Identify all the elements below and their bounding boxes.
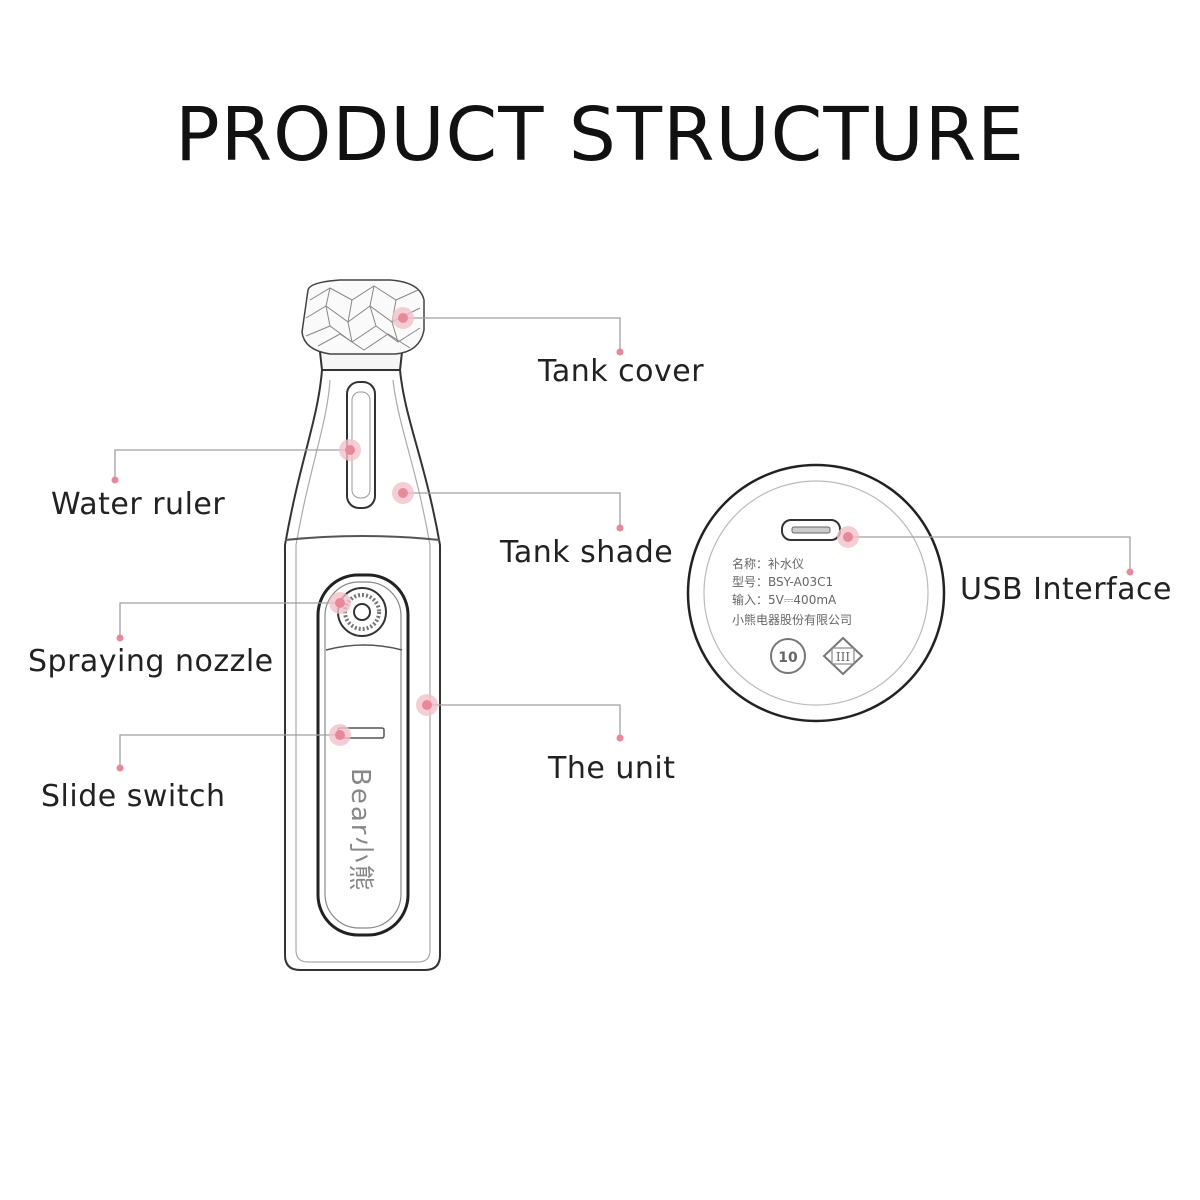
eco-badge: 10	[770, 638, 806, 674]
slide-switch-hotspot	[329, 724, 351, 746]
base-info-model: 型号：BSY-A03C1	[732, 575, 833, 589]
usb-interface-hotspot	[837, 526, 859, 548]
hotspot-markers	[111, 307, 1134, 772]
leader-lines	[114, 317, 1131, 768]
unit-front-panel	[316, 573, 410, 937]
label-spraying-nozzle: Spraying nozzle	[28, 644, 274, 679]
label-tank-shade: Tank shade	[500, 535, 674, 570]
base-info-input: 输入：5V⎓400mA	[732, 592, 837, 607]
tank-shade-hotspot	[392, 482, 414, 504]
page-title: PRODUCT STRUCTURE	[175, 92, 1025, 178]
svg-text:10: 10	[778, 650, 798, 666]
class-badge: III	[822, 636, 864, 676]
base-info-name: 名称：补水仪	[732, 556, 804, 571]
label-water-ruler: Water ruler	[51, 487, 226, 522]
label-usb-interface: USB Interface	[960, 572, 1172, 607]
the-unit-hotspot	[416, 694, 438, 716]
label-the-unit: The unit	[548, 751, 676, 786]
label-slide-switch: Slide switch	[41, 779, 226, 814]
device-base-bottom-view: 名称：补水仪 型号：BSY-A03C1 输入：5V⎓400mA 小熊电器股份有限…	[686, 463, 946, 723]
label-tank-cover: Tank cover	[538, 354, 705, 389]
water-ruler-hotspot	[339, 439, 361, 461]
brand-logo-text: Bear小熊	[345, 768, 375, 892]
svg-text:III: III	[836, 650, 850, 664]
spraying-nozzle-hotspot	[329, 592, 351, 614]
tank-cover-crystal	[301, 279, 425, 355]
base-info-company: 小熊电器股份有限公司	[732, 612, 852, 627]
tank-cover-hotspot	[392, 307, 414, 329]
